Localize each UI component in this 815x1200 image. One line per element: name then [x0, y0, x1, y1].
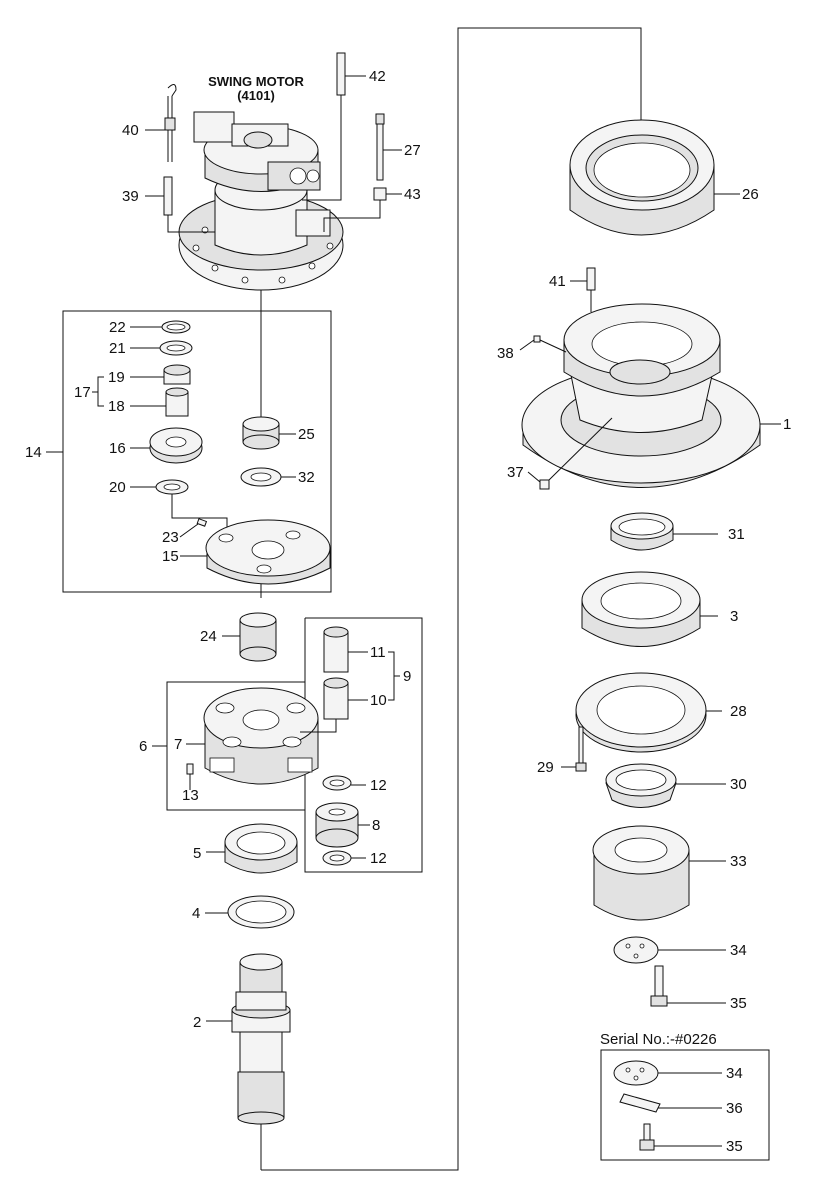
part-39-pin [145, 176, 215, 233]
part-35-bolt [650, 965, 726, 1007]
part-7-carrier [186, 687, 319, 785]
part-27-bolt [375, 113, 402, 181]
callout-17: 17 [74, 384, 91, 401]
callout-10: 10 [370, 692, 387, 709]
part-19-bushing [130, 364, 191, 385]
part-11-pin [323, 626, 368, 673]
callout-12b: 12 [370, 850, 387, 867]
callout-14: 14 [25, 444, 42, 461]
part-37-plug [527, 417, 613, 490]
part-1-housing [521, 303, 781, 488]
part-38-plug [519, 335, 567, 353]
part-3-roller-bearing [581, 571, 718, 647]
callout-30: 30 [730, 776, 747, 793]
part-12-thrust-washer-upper [322, 775, 366, 791]
callout-3: 3 [730, 608, 738, 625]
swing-motor-4101 [178, 111, 344, 291]
part-12-thrust-washer-lower [322, 850, 366, 866]
callout-42: 42 [369, 68, 386, 85]
callout-31: 31 [728, 526, 745, 543]
callout-7: 7 [174, 736, 182, 753]
callout-6: 6 [139, 738, 147, 755]
part-23-pin [179, 518, 208, 538]
part-13-pin [186, 763, 194, 790]
callout-34a: 34 [730, 942, 747, 959]
callout-4: 4 [192, 905, 200, 922]
callout-23: 23 [162, 529, 179, 546]
part-32-washer [240, 467, 296, 487]
part-28-cover-plate [575, 672, 722, 753]
callout-35a: 35 [730, 995, 747, 1012]
callout-19: 19 [108, 369, 125, 386]
callout-24: 24 [200, 628, 217, 645]
callout-33: 33 [730, 853, 747, 870]
part-33-pinion [592, 825, 726, 921]
serial-number-note: Serial No.:-#0226 [600, 1031, 717, 1048]
callout-5: 5 [193, 845, 201, 862]
callout-27: 27 [404, 142, 421, 159]
serial-part-34-plate [613, 1060, 722, 1086]
callout-38: 38 [497, 345, 514, 362]
callout-12a: 12 [370, 777, 387, 794]
callout-39: 39 [122, 188, 139, 205]
part-21-washer [130, 340, 193, 356]
part-24-sun-gear [222, 612, 277, 662]
part-41-pin [570, 267, 596, 312]
callout-15: 15 [162, 548, 179, 565]
part-31-bearing-race [610, 512, 718, 551]
group-9-bracket [388, 651, 400, 701]
callout-25: 25 [298, 426, 315, 443]
callout-26: 26 [742, 186, 759, 203]
serial-group-box [600, 1049, 770, 1161]
part-22-thrust-washer [130, 320, 191, 334]
callout-20: 20 [109, 479, 126, 496]
part-29-bolt [561, 726, 587, 772]
part-40-dipstick [145, 84, 177, 162]
callout-29: 29 [537, 759, 554, 776]
callout-11: 11 [370, 644, 386, 661]
part-4-ring [205, 895, 295, 929]
part-34-plate [613, 936, 726, 964]
callout-41: 41 [549, 273, 566, 290]
part-2-drive-shaft [206, 953, 291, 1125]
part-20-thrust-washer [130, 479, 228, 535]
group-17-bracket [92, 376, 104, 407]
serial-part-35-bolt [639, 1123, 722, 1151]
part-25-sun-gear [242, 416, 296, 450]
callout-32: 32 [298, 469, 315, 486]
callout-34b: 34 [726, 1065, 743, 1082]
callout-8: 8 [372, 817, 380, 834]
callout-21: 21 [109, 340, 126, 357]
pin-to-carrier-line [300, 719, 337, 733]
callout-36: 36 [726, 1100, 743, 1117]
part-15-carrier [180, 519, 331, 585]
callout-16: 16 [109, 440, 126, 457]
part-10-bushing [323, 677, 368, 720]
diagram-title-line2: (4101) [237, 88, 275, 103]
callout-43: 43 [404, 186, 421, 203]
callout-35b: 35 [726, 1138, 743, 1155]
serial-part-36-lock-plate [619, 1093, 722, 1113]
part-8-planet-gear [315, 802, 370, 848]
callout-2: 2 [193, 1014, 201, 1031]
part-30-oil-seal [605, 763, 726, 808]
callout-22: 22 [109, 319, 126, 336]
part-18-pin [130, 387, 189, 417]
callout-40: 40 [122, 122, 139, 139]
part-5-bearing [206, 823, 298, 874]
part-26-ring-gear [569, 119, 740, 236]
diagram-title-line1: SWING MOTOR [208, 74, 304, 89]
callout-18: 18 [108, 398, 125, 415]
callout-labels: 1 2 3 4 5 6 7 8 9 10 11 12 12 13 14 15 1… [25, 68, 791, 1155]
callout-1: 1 [783, 416, 791, 433]
part-16-planet-gear [130, 427, 203, 464]
callout-37: 37 [507, 464, 524, 481]
callout-9: 9 [403, 668, 411, 685]
callout-13: 13 [182, 787, 199, 804]
part-42-pin [302, 52, 366, 201]
callout-28: 28 [730, 703, 747, 720]
part-43-washer [323, 187, 402, 232]
